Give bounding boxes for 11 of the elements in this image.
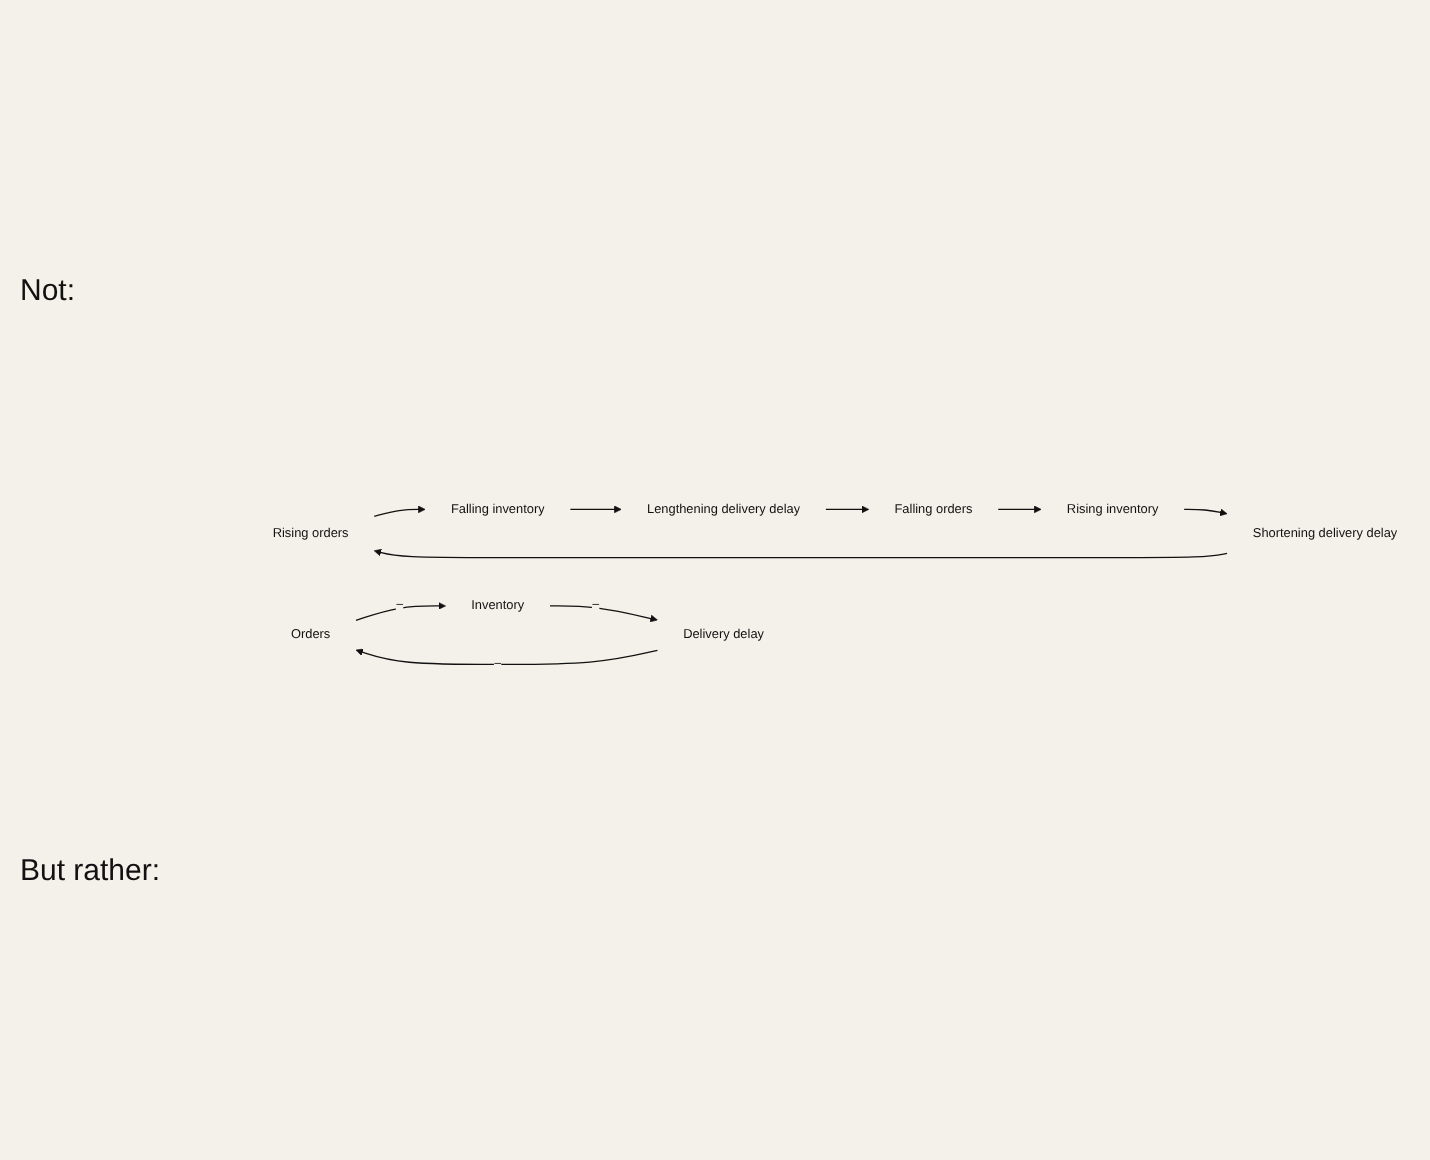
row-label: Not: (20, 273, 78, 307)
arrow (355, 601, 446, 621)
arrow (1183, 507, 1228, 516)
arrow (825, 504, 870, 513)
arrow (355, 647, 659, 665)
arrow (373, 548, 1228, 558)
arrow (997, 504, 1042, 513)
arrow (373, 504, 426, 517)
arrow (549, 604, 658, 622)
arrow (569, 504, 622, 513)
row-label: But rather: (20, 853, 163, 887)
